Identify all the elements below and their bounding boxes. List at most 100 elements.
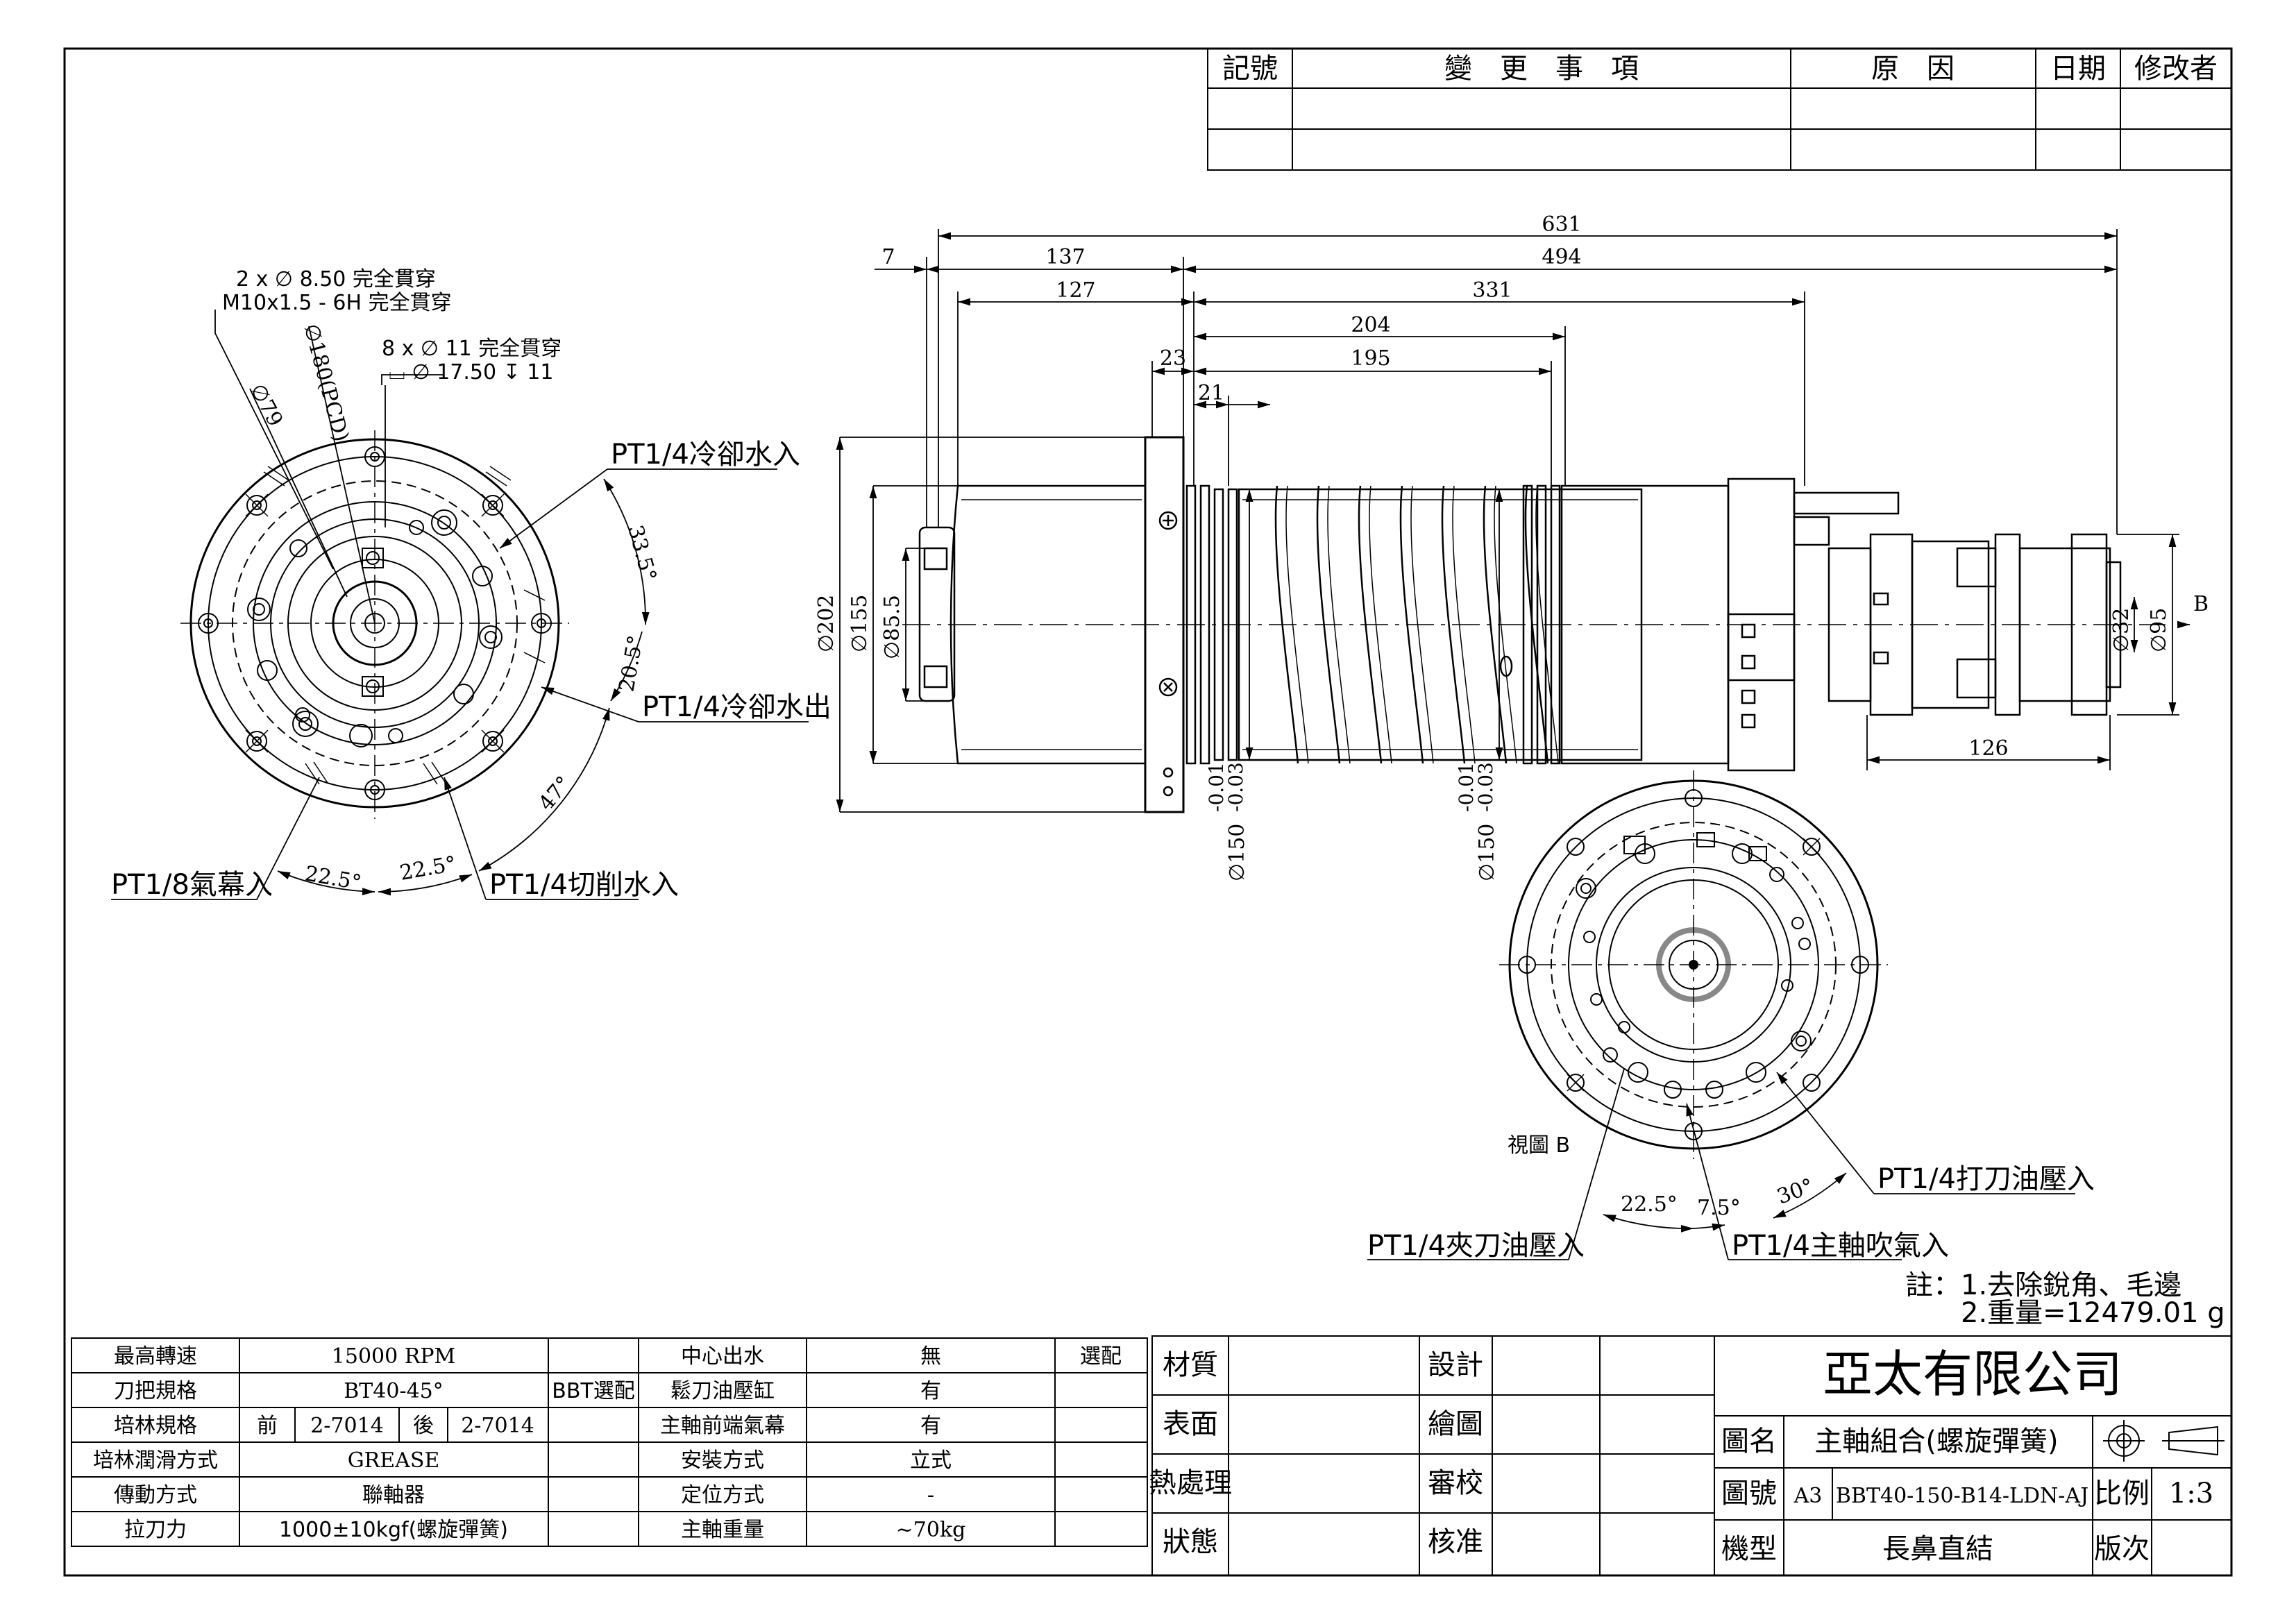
dim-137: 137 [1045,245,1085,269]
callout-unclamp-oil: PT1/4打刀油壓入 [1877,1163,2095,1195]
angle-view-b-7-5: 7.5° [1697,1196,1741,1220]
dim-dia-155: ∅155 [847,595,872,652]
tol-a-upper: -0.01 [1205,762,1228,812]
callout-clamp-oil: PT1/4夾刀油壓入 [1367,1230,1585,1262]
dim-631: 631 [1542,212,1581,237]
angle-33-5: 33.5° [623,523,661,584]
dim-dia-85-5: ∅85.5 [880,595,904,659]
spec-value-2: 有 [920,1379,941,1403]
callout-coolant-in: PT1/4冷卻水入 [611,439,800,471]
dim-204: 204 [1351,313,1390,337]
spec-extra-2: 選配 [1080,1344,1122,1369]
dim-dia-150-a: ∅150 [1225,824,1249,881]
company-name: 亞太有限公司 [1823,1345,2122,1403]
tb-number-label: 圖號 [1721,1478,1777,1510]
front-view-annotations [111,310,809,900]
callout-holes-through-2: M10x1.5 - 6H 完全貫穿 [222,291,452,315]
spec-value: 1000±10kgf(螺旋彈簧) [279,1518,508,1542]
view-b-marker: B [2193,592,2209,616]
tb-name-label: 圖名 [1721,1426,1777,1457]
dim-dia-32: ∅32 [2109,608,2134,652]
callout-air-curtain: PT1/8氣幕入 [111,869,273,901]
tol-a-lower: -0.03 [1224,762,1247,812]
spec-front: 前 [257,1414,278,1438]
tb-sheet-size: A3 [1793,1484,1823,1508]
spec-label: 刀把規格 [114,1379,197,1403]
note-line-2: 2.重量=12479.01 g [1961,1297,2225,1329]
spec-label-2: 定位方式 [681,1483,764,1507]
spec-label-2: 主軸重量 [681,1518,764,1542]
tol-b-upper: -0.01 [1455,762,1478,812]
view-b-title: 視圖 B [1508,1133,1570,1158]
dim-126: 126 [1968,736,2008,761]
spec-table [71,1337,1148,1547]
rear-view-annotations [1367,1068,2075,1260]
spec-value-2: 立式 [910,1448,952,1473]
callout-holes-8x-1: 8 x ∅ 11 完全貫穿 [382,337,562,361]
dim-494: 494 [1542,245,1581,269]
spec-label-2: 中心出水 [681,1344,764,1369]
note-line-1: 註：1.去除銳角、毛邊 [1905,1269,2181,1301]
tb-draw: 繪圖 [1428,1408,1483,1440]
spec-label: 培林規格 [114,1414,197,1438]
callout-coolant-out: PT1/4冷卻水出 [642,691,832,723]
spec-value-2: 有 [920,1414,941,1438]
spec-label-2: 鬆刀油壓缸 [670,1379,775,1403]
tb-version-label: 版次 [2094,1533,2150,1565]
tol-b-lower: -0.03 [1474,762,1497,812]
spec-label: 培林潤滑方式 [93,1448,218,1473]
dim-dia-150-b: ∅150 [1475,824,1499,881]
angle-47: 47° [534,772,576,815]
sheet-border [63,47,2233,1577]
dim-pcd: ∅180(PCD) [298,321,353,444]
spec-label: 傳動方式 [114,1483,197,1507]
rear-view [1499,770,1888,1159]
tb-model-label: 機型 [1721,1533,1777,1565]
dim-331: 331 [1472,278,1512,303]
callout-air-blow: PT1/4主軸吹氣入 [1732,1230,1949,1262]
spec-value: BT40-45° [344,1379,444,1403]
tb-heat-treatment: 熱處理 [1149,1467,1232,1499]
spec-label: 最高轉速 [114,1344,197,1369]
spec-value-2: 無 [920,1344,941,1369]
rev-header-reason: 原 因 [1871,53,1955,85]
dim-195: 195 [1351,346,1390,371]
angle-22-5-a: 22.5° [303,861,364,895]
tb-surface: 表面 [1163,1408,1218,1440]
dim-21: 21 [1198,381,1224,405]
angle-view-b-22-5: 22.5° [1621,1192,1678,1217]
tb-number-value: BBT40-150-B14-LDN-AJ [1836,1484,2088,1508]
revision-table [1207,48,2232,171]
angle-20-5: 20.5° [614,634,648,694]
callout-holes-8x-2: ⌴ ∅ 17.50 ↧ 11 [389,360,553,384]
spec-rear-value: 2-7014 [461,1414,534,1438]
title-block-text: 材質 表面 熱處理 狀態 設計 繪圖 審校 核准 亞太有限公司 圖名 主軸組合(… [1149,1345,2213,1565]
callout-holes-through-1: 2 x ∅ 8.50 完全貫穿 [236,267,436,291]
dim-dia-95: ∅95 [2147,608,2171,652]
spec-value-2: ~70kg [896,1518,966,1542]
rev-header-mark: 記號 [1222,53,1278,85]
angle-22-5-b: 22.5° [398,852,458,886]
rev-header-editor: 修改者 [2134,53,2218,85]
dim-23: 23 [1160,346,1186,371]
callout-cutting-water: PT1/4切削水入 [489,869,679,901]
spec-extra: BBT選配 [552,1379,635,1403]
spec-label: 拉刀力 [124,1518,187,1542]
spec-value-2: - [927,1483,934,1507]
tb-model-value: 長鼻直結 [1882,1533,1993,1565]
tb-status: 狀態 [1163,1526,1218,1558]
dim-127: 127 [1056,278,1095,303]
projection-symbol-icon [2103,1420,2225,1462]
front-view [180,430,569,819]
tb-design: 設計 [1428,1349,1483,1381]
rev-header-date: 日期 [2050,53,2106,85]
spec-label-2: 主軸前端氣幕 [660,1414,785,1438]
rev-header-change: 變 更 事 項 [1444,53,1639,85]
spec-value: GREASE [348,1448,440,1473]
angle-view-b-30: 30° [1774,1174,1817,1209]
spec-table-text: 最高轉速 15000 RPM 中心出水 無 選配 刀把規格 BT40-45° B… [93,1344,1122,1542]
title-block [1151,1335,2232,1576]
tb-scale-label: 比例 [2094,1478,2150,1510]
